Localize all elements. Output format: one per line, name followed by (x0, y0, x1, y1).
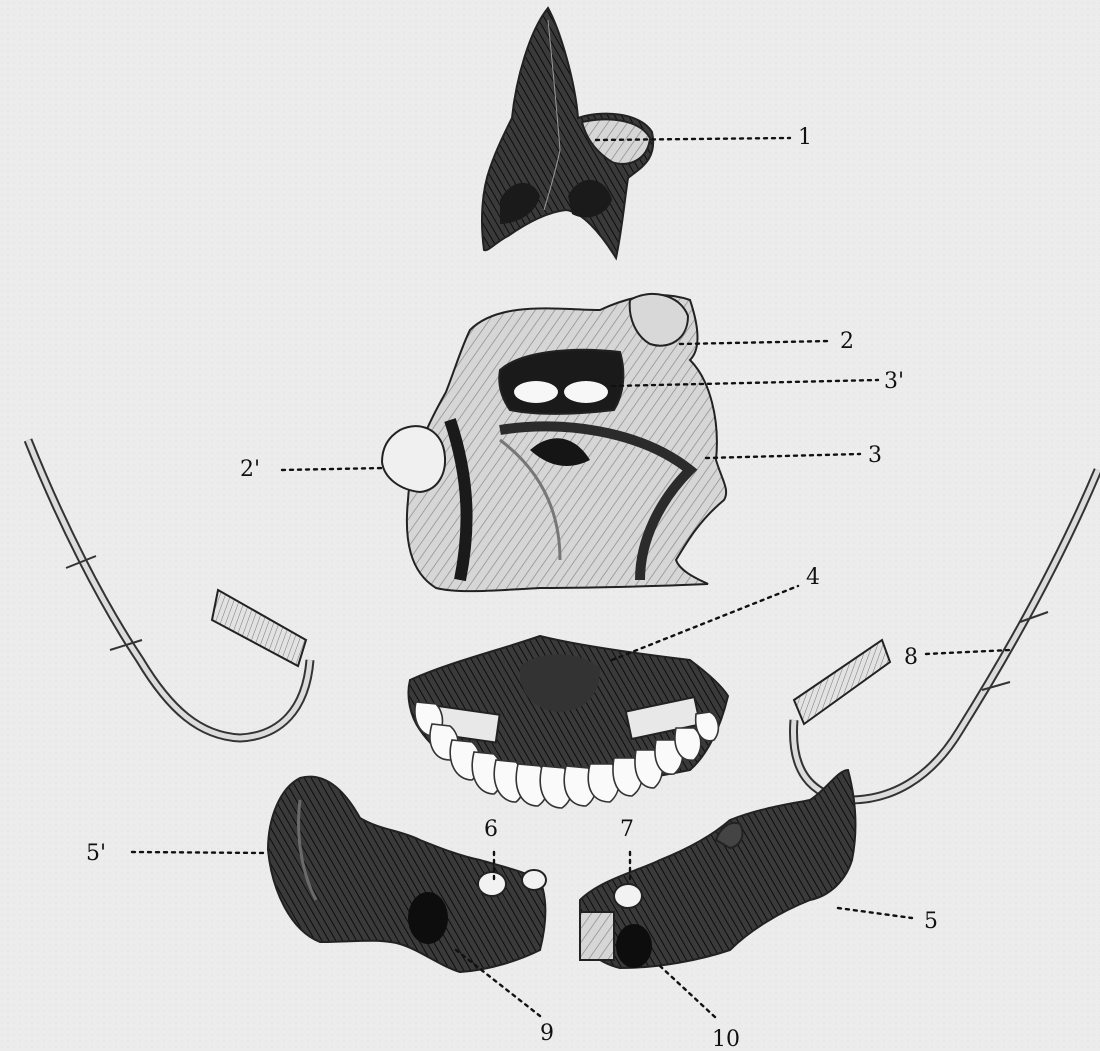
label-2: 2 (840, 329, 854, 354)
label-3: 3 (868, 443, 882, 468)
label-5: 5 (924, 909, 938, 934)
label-7: 7 (620, 817, 634, 842)
label-3-prime: 3' (884, 369, 904, 394)
label-1: 1 (798, 125, 812, 150)
label-6: 6 (484, 817, 498, 842)
label-9: 9 (540, 1021, 554, 1046)
label-2-prime: 2' (240, 457, 260, 482)
label-10: 10 (712, 1027, 740, 1051)
label-5-prime: 5' (86, 841, 106, 866)
label-4: 4 (806, 565, 820, 590)
label-8: 8 (904, 645, 918, 670)
